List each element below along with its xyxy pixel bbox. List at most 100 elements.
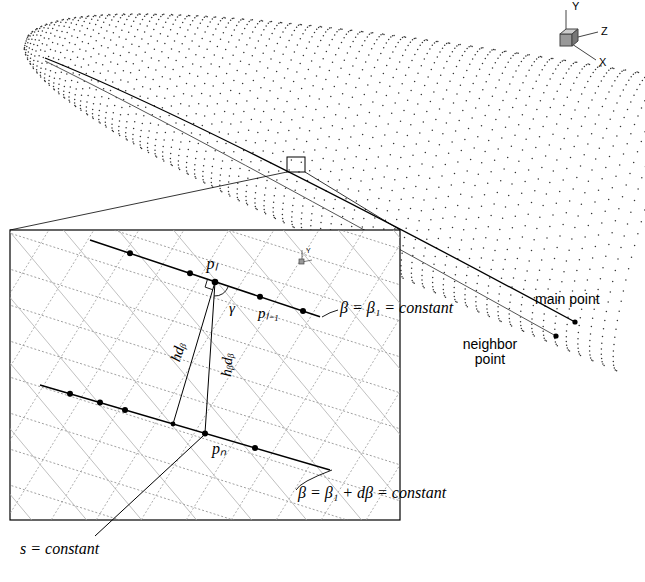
cloud-point: [348, 107, 350, 109]
cloud-point: [80, 108, 82, 110]
cloud-point: [552, 58, 554, 60]
cloud-point: [156, 23, 158, 25]
cloud-point: [164, 98, 166, 100]
cloud-point: [531, 328, 533, 330]
cloud-point: [499, 286, 501, 288]
cloud-point: [605, 167, 607, 169]
cloud-point: [283, 195, 285, 197]
cloud-point: [126, 121, 128, 123]
cloud-point: [342, 93, 344, 95]
cloud-point: [351, 29, 353, 31]
cloud-point: [194, 33, 196, 35]
cloud-point: [614, 80, 616, 82]
cloud-point: [132, 138, 134, 140]
cloud-point: [401, 273, 403, 275]
cloud-point: [257, 132, 259, 134]
cloud-point: [523, 288, 525, 290]
cloud-point: [642, 80, 644, 82]
cloud-point: [442, 218, 444, 220]
cloud-point: [49, 24, 51, 26]
cloud-point: [230, 168, 232, 170]
cloud-point: [222, 18, 224, 20]
cloud-point: [569, 200, 571, 202]
cloud-point: [78, 20, 80, 22]
cloud-point: [365, 61, 367, 63]
cloud-point: [236, 25, 238, 27]
cloud-point: [637, 233, 639, 235]
cloud-point: [546, 237, 548, 239]
cloud-point: [227, 100, 229, 102]
cloud-point: [133, 88, 135, 90]
cloud-point: [301, 24, 303, 26]
cloud-point: [515, 216, 517, 218]
cloud-point: [49, 75, 51, 77]
cloud-point: [86, 73, 88, 75]
cloud-point: [148, 67, 150, 69]
cloud-point: [325, 147, 327, 149]
cloud-point: [173, 95, 175, 97]
cloud-point: [442, 133, 444, 135]
cloud-point: [586, 64, 588, 66]
cloud-point: [489, 277, 491, 279]
cloud-point: [69, 92, 71, 94]
cloud-point: [280, 87, 282, 89]
cloud-point: [528, 260, 530, 262]
cloud-point: [171, 147, 173, 149]
cloud-point: [524, 225, 526, 227]
cloud-point: [617, 76, 619, 78]
cloud-point: [105, 18, 107, 20]
cloud-point: [195, 54, 197, 56]
cloud-point: [238, 176, 240, 178]
cloud-point: [634, 200, 636, 202]
cloud-point: [315, 188, 317, 190]
cloud-point: [33, 64, 35, 66]
cloud-point: [106, 105, 108, 107]
cloud-point: [223, 83, 225, 85]
cloud-point: [88, 15, 90, 17]
cloud-point: [396, 131, 398, 133]
cloud-point: [356, 200, 358, 202]
cloud-point: [337, 76, 339, 78]
cloud-point: [259, 61, 261, 63]
cloud-point: [410, 208, 412, 210]
cloud-point: [560, 114, 562, 116]
cloud-point: [456, 266, 458, 268]
cloud-point: [194, 169, 196, 171]
cloud-point: [365, 123, 367, 125]
cloud-point: [587, 81, 589, 83]
cloud-point: [296, 181, 298, 183]
cloud-point: [465, 218, 467, 220]
cloud-point: [433, 289, 435, 291]
cloud-point: [576, 77, 578, 79]
cloud-point: [374, 67, 376, 69]
cloud-point: [29, 35, 31, 37]
cloud-point: [487, 292, 489, 294]
cloud-point: [619, 95, 621, 97]
cloud-point: [284, 77, 286, 79]
cloud-point: [301, 212, 303, 214]
cloud-point: [463, 229, 465, 231]
cloud-point: [272, 207, 274, 209]
cloud-point: [432, 286, 434, 288]
cloud-point: [382, 105, 384, 107]
cloud-point: [215, 28, 217, 30]
cloud-point: [541, 56, 543, 58]
cloud-point: [72, 72, 74, 74]
cloud-point: [424, 40, 426, 42]
cloud-point: [601, 342, 603, 344]
cloud-point: [259, 21, 261, 23]
cloud-point: [590, 357, 592, 359]
cloud-point: [478, 311, 480, 313]
cloud-point: [124, 14, 126, 16]
cloud-point: [426, 189, 428, 191]
cloud-point: [143, 115, 145, 117]
cloud-point: [331, 39, 333, 41]
cloud-point: [45, 68, 47, 70]
cloud-point: [115, 14, 117, 16]
cloud-point: [418, 220, 420, 222]
cloud-point: [433, 91, 435, 93]
cloud-point: [141, 148, 143, 150]
cloud-point: [364, 94, 366, 96]
cloud-point: [34, 31, 36, 33]
cloud-point: [382, 33, 384, 35]
